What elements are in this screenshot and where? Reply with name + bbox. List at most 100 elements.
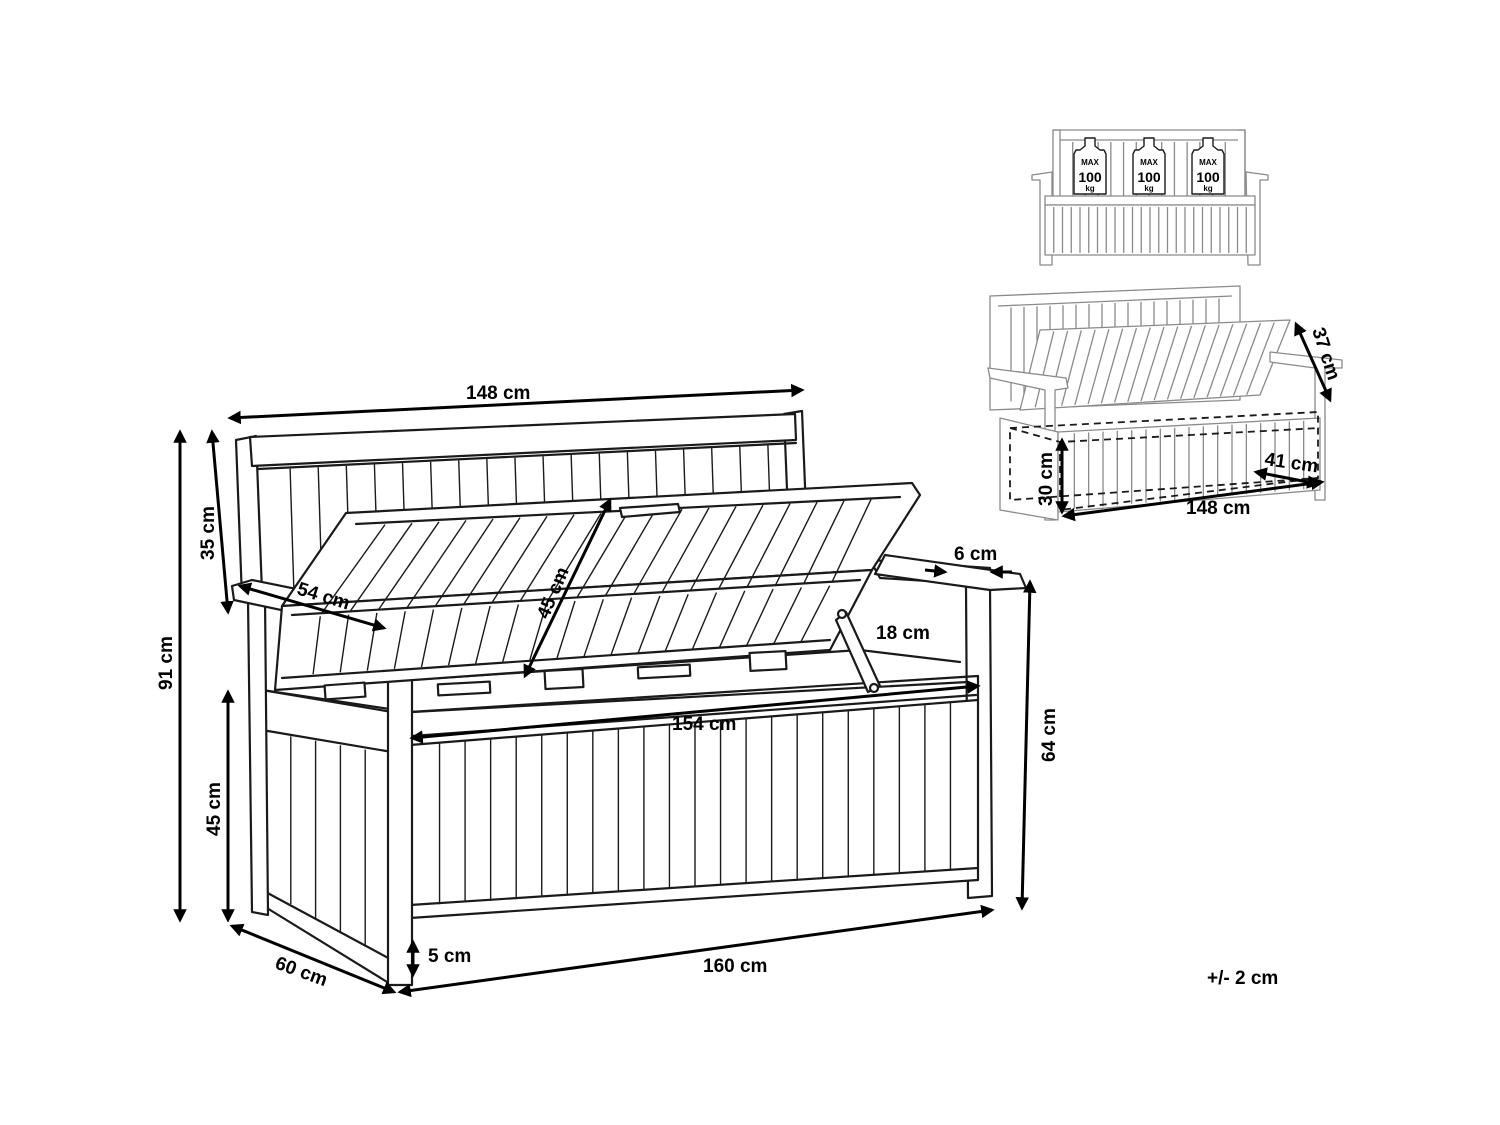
weight-unit: kg <box>1203 184 1212 193</box>
front-slats <box>438 702 952 905</box>
weight-max-label: MAX <box>1199 158 1217 167</box>
storage-lid-slat <box>1113 327 1138 403</box>
lid-slat <box>502 604 520 662</box>
dim-line-back-height <box>206 429 234 615</box>
dim-line-top-width <box>227 383 805 425</box>
weight-1: MAX 100 kg <box>1073 137 1107 195</box>
inset-back-right-post <box>1238 129 1246 200</box>
storage-back-rail <box>997 295 1233 307</box>
label-storage-inner-height: 30 cm <box>1036 452 1057 506</box>
lid-slat <box>604 510 656 597</box>
lid-slat <box>774 501 818 587</box>
label-back-height: 35 cm <box>198 506 219 560</box>
dim-line-lid-depth <box>523 497 612 679</box>
label-arm-height: 64 cm <box>1039 708 1060 762</box>
storage-lid-slat <box>1074 329 1096 406</box>
lid-slat <box>475 605 491 664</box>
dim-line-armrest <box>237 582 387 632</box>
storage-lid-slat <box>1034 331 1055 408</box>
hinge <box>436 680 492 697</box>
left-back-leg <box>246 596 270 917</box>
weight-icon <box>1191 137 1225 195</box>
storage-lid-slat <box>1193 324 1220 399</box>
storage-lid-slat <box>1219 323 1248 397</box>
lid-slat <box>434 518 494 607</box>
label-length: 160 cm <box>703 956 767 977</box>
inset-back-left-post <box>1053 129 1061 200</box>
storage-lid-slat <box>1246 322 1275 396</box>
lid-slat <box>393 611 406 669</box>
lid-slat <box>802 500 845 585</box>
tolerance-note: +/- 2 cm <box>1207 968 1278 989</box>
strut-pivot-top <box>836 608 848 620</box>
label-arm-width: 6 cm <box>954 544 997 565</box>
label-foot-height: 5 cm <box>428 946 471 967</box>
label-storage-height: 37 cm <box>1307 325 1344 383</box>
lid-slat <box>447 607 463 666</box>
storage-lid-slat <box>1127 327 1151 402</box>
weight-max-label: MAX <box>1081 158 1099 167</box>
hinge <box>748 649 788 673</box>
lid-slat <box>746 588 774 646</box>
inset-seat <box>1044 195 1256 206</box>
lid-slat <box>746 503 791 588</box>
lid-slat <box>610 597 633 655</box>
weight-2: MAX 100 kg <box>1132 137 1166 195</box>
storage-dimension-lines <box>1055 321 1332 522</box>
back-lower-rail <box>256 441 798 471</box>
lid-slat <box>406 520 467 608</box>
weight-icon <box>1132 137 1166 195</box>
label-strut: 18 cm <box>876 623 930 644</box>
lid-slat <box>664 593 689 652</box>
storage-lid-slat <box>1206 324 1234 398</box>
main-dimension-lines <box>173 383 1037 998</box>
storage-lid-slat <box>1061 330 1082 406</box>
label-inner-width: 154 cm <box>672 714 736 735</box>
chest-bottom-rail <box>408 866 980 907</box>
weight-value: 100 <box>1137 169 1161 185</box>
hinge <box>636 663 692 680</box>
storage-lid-slat <box>1166 325 1193 400</box>
label-total-height: 91 cm <box>156 636 177 690</box>
hinge <box>543 667 585 691</box>
label-seat-height: 45 cm <box>204 782 225 836</box>
weight-icon <box>1073 137 1107 195</box>
lid-slat <box>420 609 435 668</box>
weight-value: 100 <box>1078 169 1102 185</box>
dim-line-inner-width <box>409 680 981 744</box>
label-depth: 60 cm <box>272 953 330 991</box>
weight-unit: kg <box>1085 184 1094 193</box>
left-side-rail <box>260 728 394 754</box>
dim-line-arm-height <box>1015 579 1037 911</box>
hinge <box>323 681 367 701</box>
storage-lid-slat <box>1232 322 1262 396</box>
dim-line-storage-height <box>1294 321 1332 403</box>
back-top-rail <box>248 412 798 468</box>
strut-pivot-bottom <box>868 682 880 694</box>
load-capacity-inset: MAX 100 kg MAX 100 kg MAX 100 kg <box>1031 129 1269 266</box>
weight-value: 100 <box>1196 169 1220 185</box>
weight-3: MAX 100 kg <box>1191 137 1225 195</box>
lid-slat <box>378 521 440 610</box>
lid-slat <box>689 506 737 592</box>
lid-slat <box>637 595 661 653</box>
dim-line-arm-width-left <box>924 564 948 578</box>
lid-slat <box>463 517 521 605</box>
left-side-slats <box>290 736 366 946</box>
back-slat <box>289 468 295 598</box>
dim-line-storage-width <box>1061 476 1325 522</box>
lid-handle <box>618 502 682 519</box>
lid-slat <box>800 585 831 643</box>
storage-lid-slat <box>1153 326 1179 401</box>
lid-slat <box>661 507 710 593</box>
lid-slat <box>691 592 718 650</box>
inset-chest-slats <box>1053 207 1247 253</box>
storage-lid-slat <box>1087 329 1110 405</box>
lid-slat <box>718 590 746 648</box>
lid-slat <box>831 499 872 583</box>
label-top-width: 148 cm <box>466 383 530 404</box>
storage-lid-slat <box>1100 328 1124 404</box>
lid-slat <box>717 504 764 590</box>
dim-line-length <box>397 904 995 998</box>
